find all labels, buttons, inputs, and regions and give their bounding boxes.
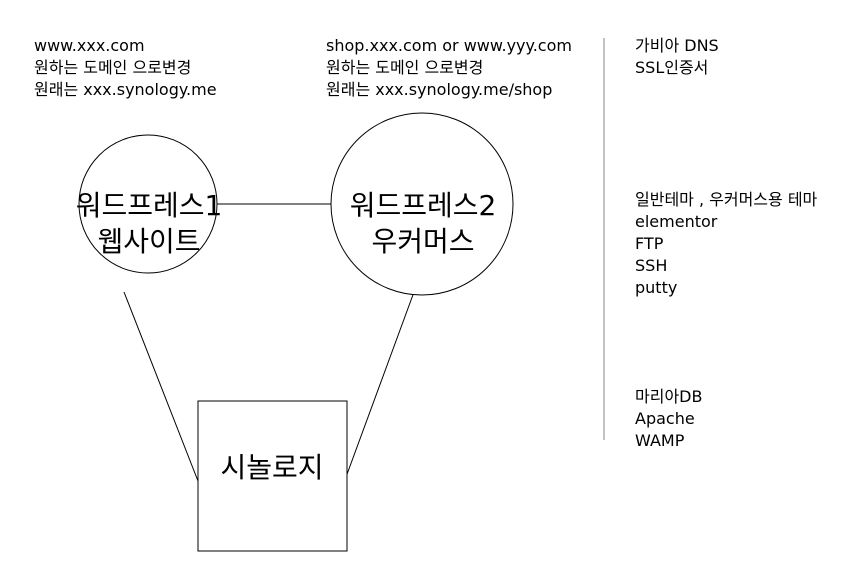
tools-list: 일반테마 , 우커머스용 테마 elementor FTP SSH putty (635, 189, 817, 299)
note-line: www.xxx.com (34, 36, 145, 55)
node-title: 워드프레스1 (75, 189, 223, 222)
note-line: 원하는 도메인 으로변경 (326, 58, 484, 77)
wordpress2-label: 워드프레스2 우커머스 (318, 188, 528, 260)
wordpress2-domain-note: shop.xxx.com or www.yyy.com 원하는 도메인 으로변경… (326, 35, 572, 101)
note-line: 원하는 도메인 으로변경 (34, 58, 192, 77)
note-line: shop.xxx.com or www.yyy.com (326, 36, 572, 55)
list-item: WAMP (635, 431, 685, 450)
synology-box (197, 400, 348, 552)
list-item: 마리아DB (635, 387, 703, 406)
connector-wp2-synology (345, 291, 415, 478)
list-item: SSH (635, 256, 668, 275)
node-subtitle: 웹사이트 (97, 225, 201, 258)
node-title: 시놀로지 (220, 451, 324, 484)
list-item: elementor (635, 212, 718, 231)
wordpress1-label: 워드프레스1 웹사이트 (44, 188, 254, 260)
dns-ssl-list: 가비아 DNS SSL인증서 (635, 35, 719, 79)
server-stack-list: 마리아DB Apache WAMP (635, 386, 702, 452)
note-line: 원래는 xxx.synology.me/shop (326, 80, 553, 99)
wordpress1-circle (78, 134, 218, 274)
node-title: 워드프레스2 (349, 189, 497, 222)
wordpress2-circle (330, 112, 514, 296)
list-item: FTP (635, 234, 664, 253)
list-item: Apache (635, 409, 695, 428)
list-item: 가비아 DNS (635, 36, 719, 55)
list-item: SSL인증서 (635, 58, 709, 77)
wordpress1-domain-note: www.xxx.com 원하는 도메인 으로변경 원래는 xxx.synolog… (34, 35, 217, 101)
list-item: putty (635, 278, 678, 297)
connector-wp1-synology (123, 291, 199, 482)
note-line: 원래는 xxx.synology.me (34, 80, 217, 99)
node-subtitle: 우커머스 (371, 225, 475, 258)
synology-label: 시놀로지 (197, 450, 347, 486)
list-item: 일반테마 , 우커머스용 테마 (635, 190, 818, 209)
